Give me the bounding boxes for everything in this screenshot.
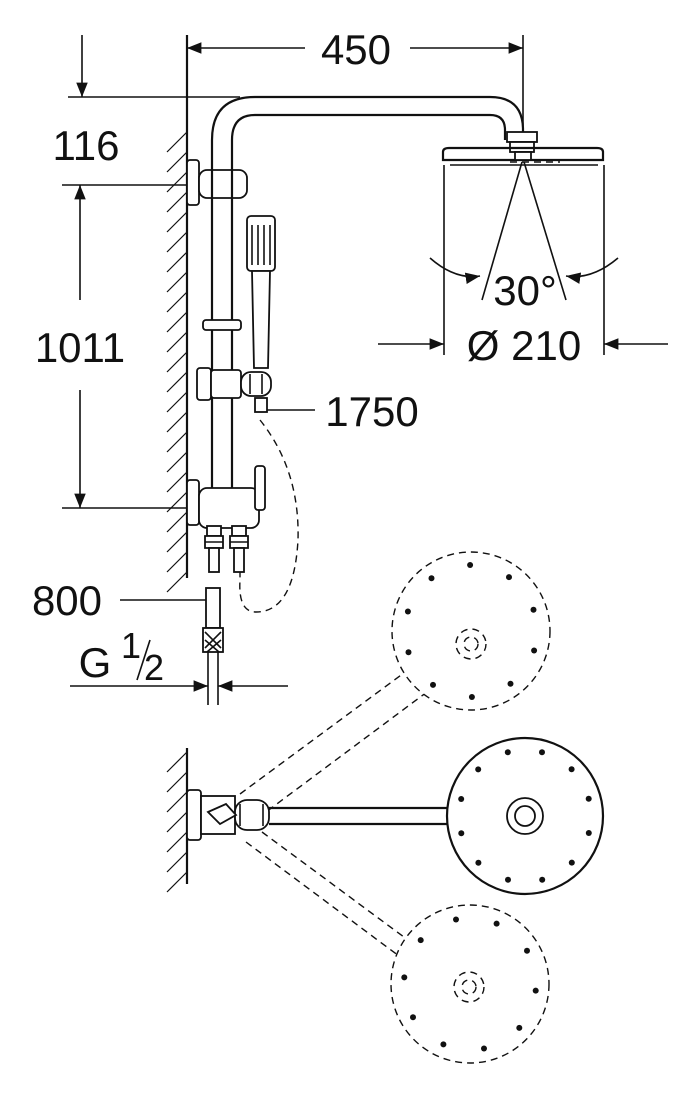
mounting-hole [524,947,530,954]
mounting-hole [405,649,412,656]
hatch-line [166,511,188,533]
hatch-line [166,571,188,593]
dimension-supply-length: 800 [32,577,206,624]
dimension-hose-length: 1750 [267,388,419,435]
mounting-hole [440,1041,447,1048]
mounting-hole [417,937,424,944]
mounting-hole [475,859,482,866]
mounting-hole [504,749,511,756]
hatch-line [166,531,188,553]
upper-wall-bracket [186,159,248,206]
swivel-upper-position [239,551,551,819]
hatch-line [166,171,188,193]
hatch-line [166,351,188,373]
bracket-spacing-label: 1011 [35,324,125,371]
mounting-hole [401,974,408,981]
hatch-line [166,791,188,813]
riser-pipe [210,140,234,490]
swivel-lower-position [245,831,550,1064]
mounting-hole [475,766,482,773]
head-diameter-label: Ø 210 [467,322,581,369]
mounting-hole [453,916,459,923]
plan-wall-hatching [166,748,189,893]
mounting-hole [539,876,546,883]
hatch-line [166,831,188,853]
hatch-line [166,331,188,353]
plan-head-shower [445,736,605,896]
dimension-bracket-spacing: 1011 [35,184,195,509]
mounting-hole [568,859,575,866]
hatch-line [166,411,188,433]
hatch-line [166,311,188,333]
dimension-wall-to-arm: 116 [53,35,240,169]
wall-to-arm-label: 116 [53,122,120,169]
mounting-hole [404,608,411,615]
mounting-hole [585,830,592,836]
mounting-hole [516,1024,523,1031]
hatch-line [166,811,188,833]
mounting-hole [568,766,575,773]
mounting-hole [507,680,514,687]
supply-hose [202,587,224,705]
mounting-hole [585,795,592,802]
thread-prefix-label: G [79,639,112,686]
hatch-line [166,211,188,233]
overhead-shower-arm [210,95,538,153]
thermostat-mixer [186,465,266,573]
hatch-line [166,551,188,573]
hatch-line [166,151,188,173]
side-elevation-view: 450 116 1011 [32,26,668,705]
hatch-line [166,851,188,873]
plan-view [166,551,605,1064]
mounting-hole [458,830,465,837]
head-shower [441,146,605,166]
hatch-line [166,391,188,413]
hatch-line [166,431,188,453]
mounting-hole [530,606,537,613]
mounting-hole [430,681,436,688]
plan-wall-bracket [186,789,270,841]
mounting-hole [531,647,538,654]
hatch-line [166,371,188,393]
hose-length-label: 1750 [325,388,418,435]
hatch-line [166,451,188,473]
arm-length-label: 450 [321,26,391,73]
hand-shower [246,215,276,369]
hatch-line [166,471,188,493]
hatch-line [166,251,188,273]
mounting-hole [481,1045,487,1052]
dimension-spray-angle: 30° [429,161,619,314]
hatch-line [166,491,188,513]
slide-holder [196,319,272,413]
mounting-hole [410,1014,416,1021]
supply-length-label: 800 [32,577,102,624]
hatch-line [166,271,188,293]
mounting-hole [468,694,475,700]
dimension-head-diameter: Ø 210 [378,165,668,369]
hatch-line [166,751,188,773]
thread-denominator-label: 2 [144,647,164,688]
mounting-hole [505,876,511,883]
mounting-hole [428,575,435,582]
mounting-hole [458,796,465,802]
hatch-line [166,771,188,793]
mounting-hole [467,562,474,568]
dimension-thread-size: G 1 2 [70,625,288,692]
hatch-line [166,231,188,253]
shower-hose [239,419,299,613]
mounting-hole [506,574,512,581]
mounting-hole [539,749,545,756]
hatch-line [166,291,188,313]
dimension-arm-length: 450 [187,26,524,130]
hatch-line [166,131,188,153]
spray-angle-label: 30° [493,267,557,314]
mounting-hole [532,987,539,994]
hatch-line [166,871,188,893]
thread-numerator-label: 1 [121,625,141,666]
hatch-line [166,191,188,213]
mounting-hole [493,920,500,927]
